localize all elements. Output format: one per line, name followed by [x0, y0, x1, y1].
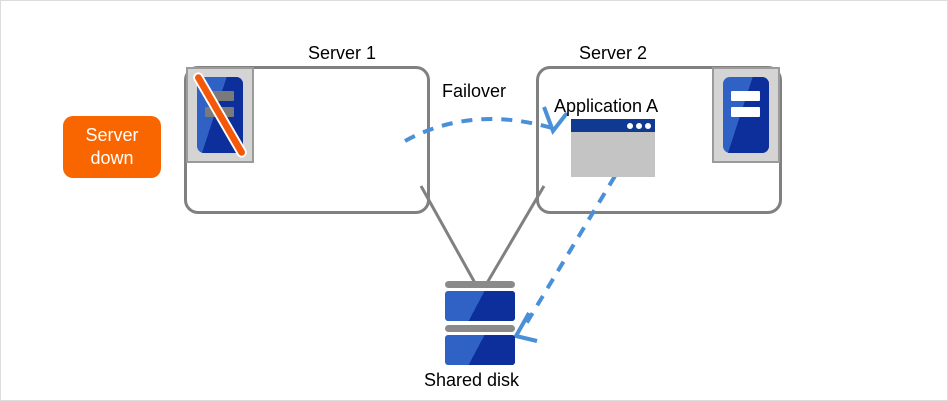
disk-shading-1	[445, 291, 515, 321]
disk-shading-2	[445, 335, 515, 365]
server1-label: Server 1	[308, 43, 377, 63]
application-window-icon	[571, 119, 655, 177]
shared-disk-label: Shared disk	[424, 370, 520, 390]
server2-slot-2	[731, 107, 760, 118]
status-badge-line-1: Server	[85, 125, 139, 145]
server-down-icon	[186, 67, 254, 163]
server2-chassis	[723, 77, 769, 153]
server-icon	[712, 67, 780, 163]
application-window-titlebar	[571, 119, 655, 132]
disk-unit-2	[445, 325, 515, 365]
window-dot-2	[636, 122, 642, 129]
disk-cap-1	[445, 281, 515, 288]
application-label: Application A	[554, 96, 659, 116]
application-window-body	[571, 132, 655, 177]
server2-slot-1	[731, 90, 760, 101]
failover-label: Failover	[442, 81, 507, 101]
disk-access-arrowhead-icon	[512, 312, 538, 343]
server2-label: Server 2	[579, 43, 648, 63]
disk-unit-1	[445, 281, 515, 321]
window-dot-3	[645, 122, 651, 129]
shared-disk-icon	[445, 281, 515, 365]
disk-cap-2	[445, 325, 515, 332]
status-badge-server-down: Server down	[63, 116, 161, 178]
status-badge-line-2: down	[90, 148, 134, 168]
disk-body-1	[445, 291, 515, 321]
strikethrough-icon	[193, 72, 247, 158]
window-dot-1	[627, 122, 633, 129]
server1-slot-1	[205, 90, 234, 101]
disk-body-2	[445, 335, 515, 365]
